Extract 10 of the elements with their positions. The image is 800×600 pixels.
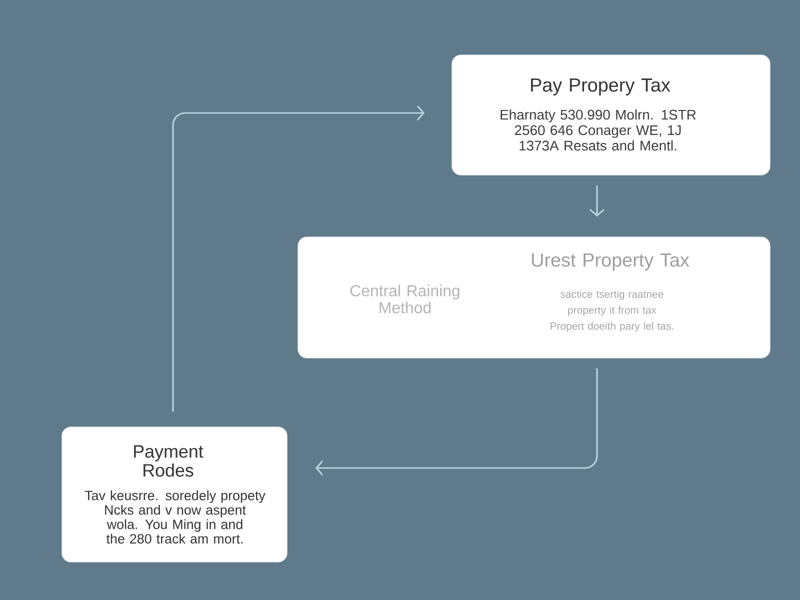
box-text: Central Raining Method xyxy=(350,284,460,314)
box-text: sactice tsertig raatnee property it from tax Propert doeith pary lel tas. xyxy=(550,290,674,332)
arrow xyxy=(172,105,425,412)
arrow xyxy=(315,368,598,476)
box-text: Tav keusrre. soredely propety Ncks and v now aspent wola. You Ming in and the 280 track am mort. xyxy=(84,490,266,544)
arrow xyxy=(589,185,605,217)
box-title: Urest Property Tax xyxy=(532,254,690,270)
box-text: Eharnaty 530.990 Molrn. 1STR 2560 646 Conager WE, 1J 1373A Resats and Mentl. xyxy=(500,109,696,151)
box-title: Pay Propery Tax xyxy=(531,78,670,96)
box-title: Payment Rodes xyxy=(134,445,204,477)
